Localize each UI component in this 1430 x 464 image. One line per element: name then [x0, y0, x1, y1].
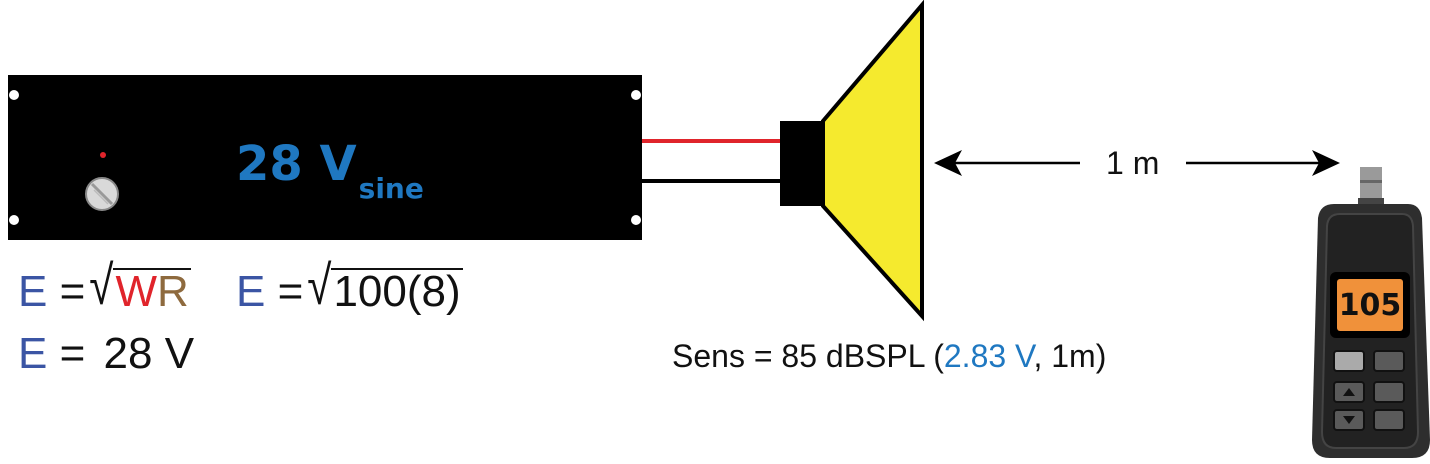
arrow-left-icon	[934, 150, 962, 176]
meter-button[interactable]	[1333, 350, 1365, 372]
knob-icon[interactable]	[85, 177, 119, 211]
sens-suffix: , 1m)	[1033, 338, 1107, 374]
meter-button[interactable]	[1373, 381, 1405, 403]
sensitivity-caption: Sens = 85 dBSPL (2.83 V, 1m)	[672, 338, 1106, 375]
sound-level-meter-icon	[1312, 167, 1430, 458]
formula-e: E	[236, 267, 266, 316]
distance-label: 1 m	[1106, 145, 1160, 181]
voltage-subscript: sine	[358, 172, 424, 205]
formula-sqrt-wr: E =√WR	[18, 255, 191, 317]
meter-screen	[1337, 279, 1403, 331]
sens-prefix: Sens = 85 dBSPL (	[672, 338, 944, 374]
formula-w: W	[115, 267, 157, 316]
formula-r: R	[156, 267, 189, 316]
formula-equals: =	[59, 267, 86, 316]
arrow-right-icon	[1312, 150, 1340, 176]
formula-equals: =	[59, 329, 86, 378]
formula-result: E = 28 V	[18, 332, 194, 376]
sens-voltage: 2.83 V	[943, 338, 1034, 374]
formula-e: E	[18, 267, 48, 316]
rack-hole	[631, 215, 641, 225]
sqrt-sign: √100(8)	[307, 255, 463, 317]
formula-e: E	[18, 329, 48, 378]
speaker-icon	[780, 0, 924, 322]
meter-reading: 105	[1338, 288, 1402, 323]
amplifier	[8, 75, 642, 240]
voltage-value: 28 V	[236, 136, 357, 192]
rack-hole	[9, 90, 19, 100]
meter-button[interactable]	[1373, 350, 1405, 372]
rack-hole	[9, 215, 19, 225]
formula-sqrt-values: E =√100(8)	[236, 255, 463, 317]
sqrt-sign: √WR	[89, 255, 191, 317]
formula-result-value: 28 V	[103, 329, 195, 378]
rack-hole	[631, 90, 641, 100]
meter-button[interactable]	[1373, 409, 1405, 431]
power-led-icon	[100, 152, 106, 158]
formula-radicand: 100(8)	[331, 267, 463, 316]
amplifier-voltage-label: 28 Vsine	[236, 136, 424, 205]
amplifier-body	[8, 75, 642, 240]
distance-arrows	[934, 150, 1340, 176]
formula-equals: =	[277, 267, 304, 316]
